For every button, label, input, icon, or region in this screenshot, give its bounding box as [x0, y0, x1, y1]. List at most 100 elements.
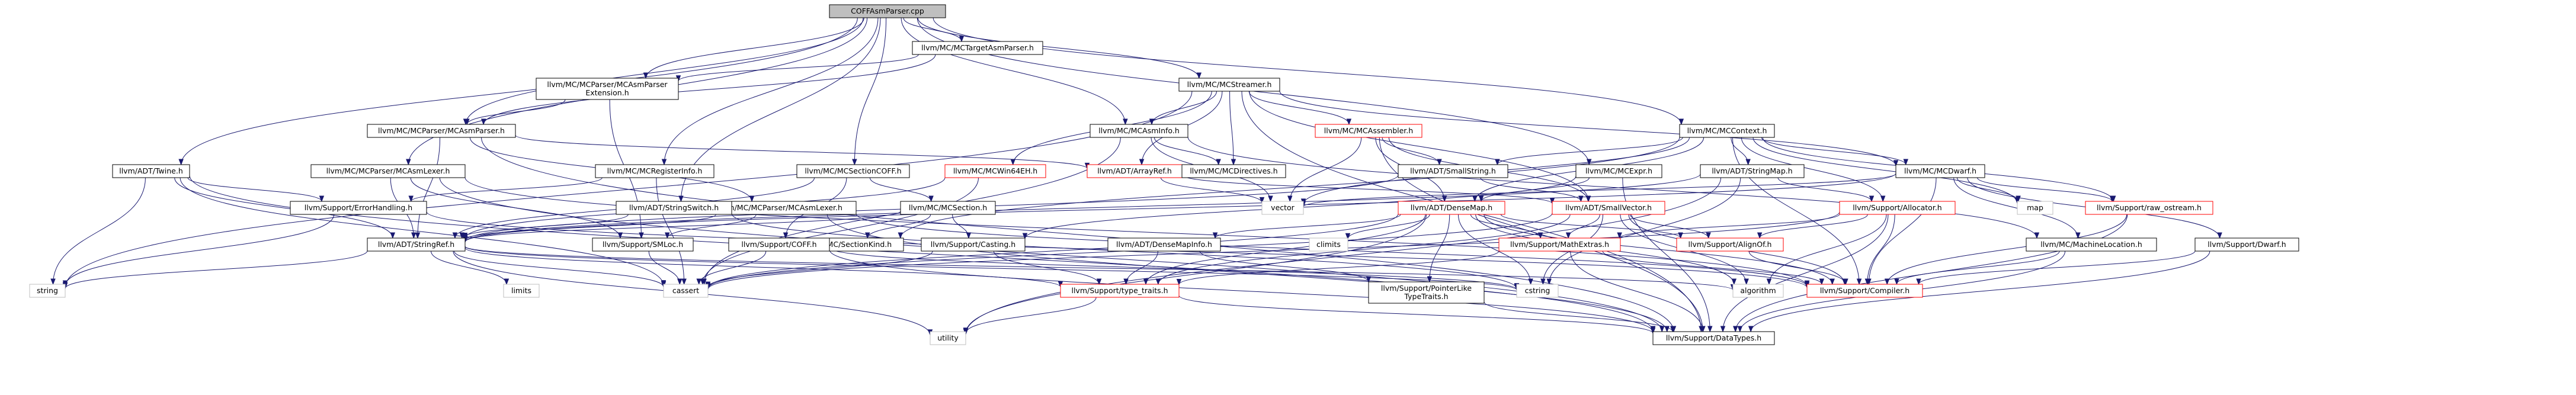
- edge-mathextras-to-datatypes: [1570, 251, 1706, 333]
- edge-reginfo-to-cassert: [656, 177, 687, 285]
- edge-allocator-to-datatypes: [1720, 214, 1889, 333]
- edge-allocator-to-alignof: [1757, 214, 1868, 239]
- node-label: utility: [937, 333, 959, 342]
- node-densemap[interactable]: llvm/ADT/DenseMap.h: [1398, 201, 1505, 215]
- node-label: llvm/Support/Casting.h: [931, 240, 1015, 249]
- node-twine[interactable]: llvm/ADT/Twine.h: [112, 164, 190, 178]
- node-win64[interactable]: llvm/MC/MCWin64EH.h: [944, 164, 1046, 178]
- node-label: llvm/Support/ErrorHandling.h: [305, 203, 412, 212]
- edge-streamer-to-directives: [1229, 91, 1236, 166]
- node-root[interactable]: COFFAsmParser.cpp: [829, 4, 946, 18]
- node-supcoff[interactable]: llvm/Support/COFF.h: [728, 237, 830, 252]
- node-label: llvm/Support/PointerLike: [1381, 284, 1472, 293]
- edge-root-to-ext: [643, 17, 864, 79]
- node-label: llvm/ADT/DenseMap.h: [1411, 203, 1492, 212]
- edge-asminfo-to-directives: [1154, 137, 1221, 166]
- node-label: cstring: [1525, 286, 1550, 295]
- node-directives[interactable]: llvm/MC/MCDirectives.h: [1181, 164, 1286, 178]
- node-errorhandling[interactable]: llvm/Support/ErrorHandling.h: [290, 201, 427, 215]
- edge-stringswitch-to-stringref: [459, 214, 629, 239]
- edge-stringmap-to-cstring: [1546, 177, 1741, 285]
- node-datatypes[interactable]: llvm/Support/DataTypes.h: [1652, 331, 1775, 345]
- node-mcexpr[interactable]: llvm/MC/MCExpr.h: [1575, 164, 1662, 178]
- node-rawostream[interactable]: llvm/Support/raw_ostream.h: [2085, 201, 2213, 215]
- node-arrayref[interactable]: llvm/ADT/ArrayRef.h: [1087, 164, 1183, 178]
- edge-context-to-smallstring: [1495, 137, 1683, 166]
- node-densemapinfo[interactable]: llvm/ADT/DenseMapInfo.h: [1107, 237, 1221, 252]
- node-seccoff[interactable]: llvm/MC/MCSectionCOFF.h: [796, 164, 910, 178]
- node-machineloc[interactable]: llvm/MC/MachineLocation.h: [2026, 237, 2157, 252]
- node-asmparser[interactable]: llvm/MC/MCParser/MCAsmParser.h: [367, 124, 516, 138]
- node-context[interactable]: llvm/MC/MCContext.h: [1679, 124, 1775, 138]
- edge-smallvector-to-mathextras: [1565, 214, 1600, 239]
- edge-dwarf-to-map: [1956, 177, 2021, 203]
- node-compiler[interactable]: llvm/Support/Compiler.h: [1806, 284, 1923, 298]
- node-label: COFFAsmParser.cpp: [851, 7, 924, 15]
- node-smloc[interactable]: llvm/Support/SMLoc.h: [592, 237, 694, 252]
- node-cstring: cstring: [1516, 284, 1559, 298]
- node-dwarf[interactable]: llvm/MC/MCDwarf.h: [1895, 164, 1985, 178]
- edge-smallstring-to-smallvector: [1480, 177, 1584, 203]
- edge-dwarf-to-compiler: [1866, 177, 1937, 285]
- edge-smallvector-to-alignof: [1629, 214, 1711, 239]
- edge-densemapinfo-to-typetraits: [1123, 251, 1158, 285]
- node-label: llvm/ADT/Twine.h: [119, 166, 183, 175]
- node-label: llvm/Support/MathExtras.h: [1510, 240, 1609, 249]
- edge-mcsection-to-stringref: [462, 211, 901, 242]
- node-label: llvm/MC/MCExpr.h: [1585, 166, 1652, 175]
- edge-reginfo-to-errorhandling: [408, 177, 603, 203]
- edge-densemap-to-climits: [1345, 214, 1430, 240]
- node-allocator[interactable]: llvm/Support/Allocator.h: [1839, 201, 1956, 215]
- node-label: llvm/Support/Allocator.h: [1853, 203, 1941, 212]
- edge-context-to-compiler: [1732, 137, 1862, 285]
- node-climits: climits: [1309, 237, 1348, 252]
- edge-target-to-asmparser: [480, 54, 936, 126]
- edge-densemap-to-ptrlike: [1427, 214, 1450, 283]
- node-stringmap[interactable]: llvm/ADT/StringMap.h: [1700, 164, 1805, 178]
- edge-errorhandling-to-string: [62, 214, 335, 287]
- edge-win64-to-cassert: [700, 177, 979, 285]
- edge-supdwarf-to-compiler: [1916, 251, 2196, 285]
- node-mcsection[interactable]: llvm/MC/MCSection.h: [900, 201, 996, 215]
- node-supdwarf[interactable]: llvm/Support/Dwarf.h: [2194, 237, 2299, 252]
- edge-ptrlike-to-datatypes: [1484, 301, 1675, 333]
- node-label: llvm/MC/MCAsmInfo.h: [1098, 126, 1180, 135]
- node-asmlexer[interactable]: llvm/MC/MCParser/MCAsmLexer.h: [310, 164, 466, 178]
- edge-allocator-to-compiler: [1864, 214, 1895, 285]
- node-label: limits: [511, 286, 531, 295]
- edge-densemap-to-densemapinfo: [1212, 214, 1401, 239]
- node-label: llvm/Support/type_traits.h: [1071, 286, 1168, 295]
- node-target[interactable]: llvm/MC/MCTargetAsmParser.h: [912, 41, 1043, 55]
- node-typetraits[interactable]: llvm/Support/type_traits.h: [1060, 284, 1180, 298]
- node-stringref[interactable]: llvm/ADT/StringRef.h: [367, 237, 466, 252]
- node-alignof[interactable]: llvm/Support/AlignOf.h: [1676, 237, 1784, 252]
- node-assembler[interactable]: llvm/MC/MCAssembler.h: [1315, 124, 1422, 138]
- edge-root-to-asminfo: [901, 17, 1128, 126]
- edge-mcexpr-to-datatypes: [1622, 177, 1713, 333]
- edge-twine-to-string: [50, 177, 146, 285]
- node-streamer[interactable]: llvm/MC/MCStreamer.h: [1178, 78, 1280, 92]
- edge-casting-to-typetraits: [993, 251, 1102, 285]
- node-casting[interactable]: llvm/Support/Casting.h: [921, 237, 1026, 252]
- edge-root-to-target: [903, 17, 965, 43]
- node-map: map: [2017, 201, 2053, 215]
- node-label: llvm/MC/MachineLocation.h: [2040, 240, 2142, 249]
- edge-densemap-to-alignof: [1500, 214, 1683, 239]
- node-mathextras[interactable]: llvm/Support/MathExtras.h: [1498, 237, 1621, 252]
- node-smallvector[interactable]: llvm/ADT/SmallVector.h: [1552, 201, 1665, 215]
- node-smallstring[interactable]: llvm/ADT/SmallString.h: [1398, 164, 1508, 178]
- edge-context-to-sectionkind: [898, 137, 1680, 239]
- node-reginfo[interactable]: llvm/MC/MCRegisterInfo.h: [595, 164, 715, 178]
- edge-rawostream-to-compiler: [1884, 214, 2128, 285]
- edge-machineloc-to-compiler: [1894, 251, 2060, 285]
- edge-root-to-seccoff: [852, 17, 887, 166]
- node-mcasmlexer[interactable]: llvm/MC/MCParser/MCAsmLexer.h: [704, 201, 857, 215]
- edge-stringref-to-typetraits: [464, 248, 1063, 288]
- edge-densemap-to-utility: [963, 214, 1427, 335]
- node-asminfo[interactable]: llvm/MC/MCAsmInfo.h: [1090, 124, 1188, 138]
- node-stringswitch[interactable]: llvm/ADT/StringSwitch.h: [616, 201, 732, 215]
- node-label: llvm/ADT/StringMap.h: [1712, 166, 1792, 175]
